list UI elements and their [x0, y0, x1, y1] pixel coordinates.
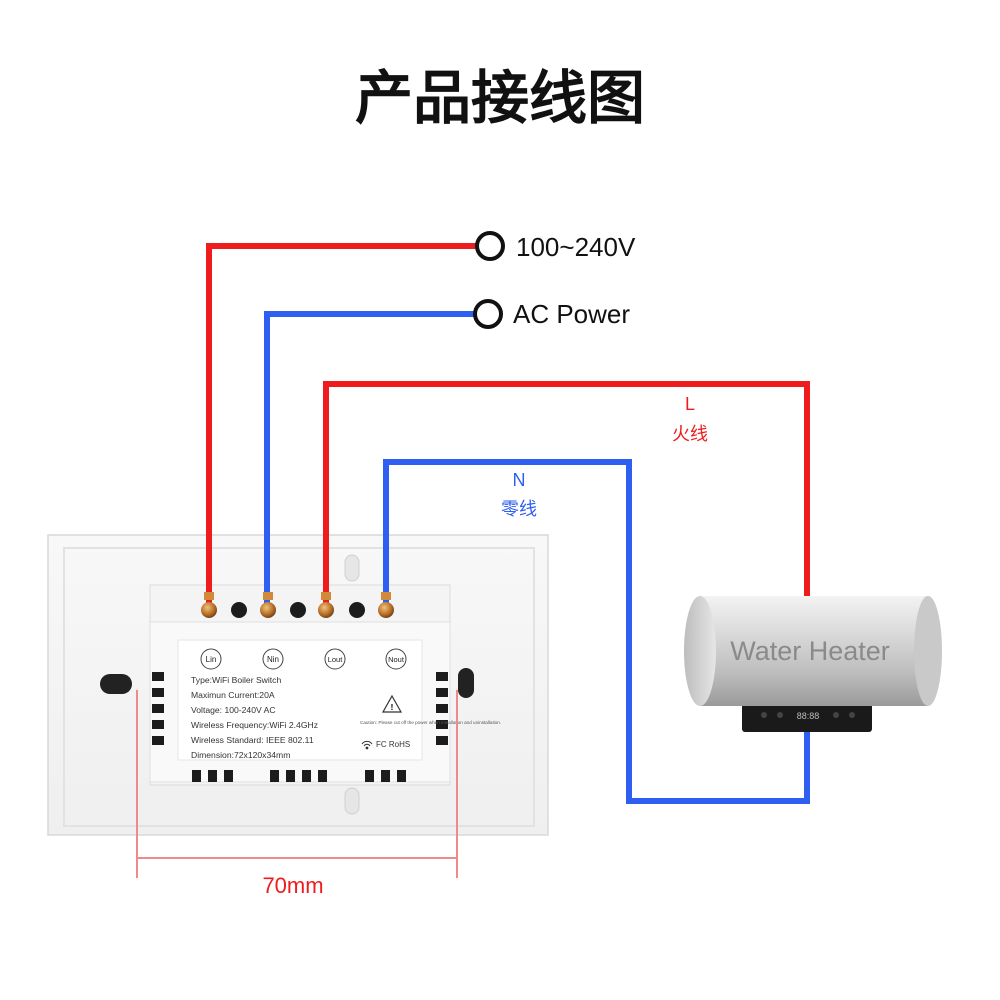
- empty-terminal-hole: [349, 602, 365, 618]
- wires: [206, 243, 810, 804]
- spec-line: Type:WiFi Boiler Switch: [191, 675, 281, 685]
- terminal-screw-nout: [378, 602, 394, 618]
- terminal-screws: [201, 592, 394, 618]
- spec-line: Voltage: 100-240V AC: [191, 705, 276, 715]
- live-cn-label: 火线: [672, 424, 708, 445]
- wire-live-in: [206, 243, 476, 605]
- warning-icon: [381, 694, 403, 713]
- empty-terminal-hole: [290, 602, 306, 618]
- svg-text:Nin: Nin: [267, 655, 279, 664]
- neutral-cn-label: 零线: [501, 499, 537, 520]
- heater-label: Water Heater: [730, 636, 890, 666]
- mounting-hole-right: [458, 668, 474, 698]
- terminal-label-lout: Lout: [324, 648, 346, 670]
- heater-control-panel: [742, 698, 872, 732]
- svg-text:!: !: [390, 703, 394, 712]
- spec-label: Type:WiFi Boiler Switch Maximun Current:…: [191, 675, 318, 760]
- dimension-indicator: [136, 690, 458, 878]
- svg-text:Lin: Lin: [206, 655, 217, 664]
- caution-block: ! Caution: Please cut off the power when…: [360, 694, 501, 750]
- voltage-label: 100~240V: [516, 232, 636, 262]
- empty-terminal-hole: [231, 602, 247, 618]
- power-terminal-live-icon: [475, 231, 505, 261]
- terminal-screw-lin: [201, 602, 217, 618]
- terminal-label-lin: Lin: [200, 648, 222, 670]
- live-letter-label: L: [685, 394, 695, 414]
- spec-line: Maximun Current:20A: [191, 690, 275, 700]
- dimension-label: 70mm: [262, 873, 323, 898]
- spec-line: Dimension:72x120x34mm: [191, 750, 290, 760]
- heater-display: 88:88: [797, 711, 820, 721]
- svg-text:Lout: Lout: [328, 655, 344, 664]
- spec-line: Wireless Frequency:WiFi 2.4GHz: [191, 720, 318, 730]
- neutral-letter-label: N: [513, 470, 526, 490]
- wifi-icon: [361, 740, 373, 750]
- spec-line: Wireless Standard: IEEE 802.11: [191, 735, 314, 745]
- terminal-label-nout: Nout: [385, 648, 407, 670]
- page-title: 产品接线图: [355, 64, 645, 132]
- mounting-hole-left: [100, 674, 132, 694]
- caution-text: Caution: Please cut off the power when i…: [360, 720, 501, 725]
- wire-neutral-out: [383, 459, 810, 804]
- switch-back-panel: [47, 534, 549, 836]
- wire-live-out: [323, 381, 810, 605]
- terminal-labels: Lin Nin Lout Nout: [200, 648, 407, 670]
- wire-neutral-in: [264, 311, 475, 605]
- water-heater: 88:88 Water Heater: [684, 596, 942, 732]
- power-terminal-neutral-icon: [473, 299, 503, 329]
- ac-power-label: AC Power: [513, 299, 630, 329]
- svg-text:Nout: Nout: [388, 655, 405, 664]
- terminal-label-nin: Nin: [262, 648, 284, 670]
- terminal-screw-lout: [318, 602, 334, 618]
- cert-marks: FC RoHS: [376, 740, 410, 749]
- terminal-screw-nin: [260, 602, 276, 618]
